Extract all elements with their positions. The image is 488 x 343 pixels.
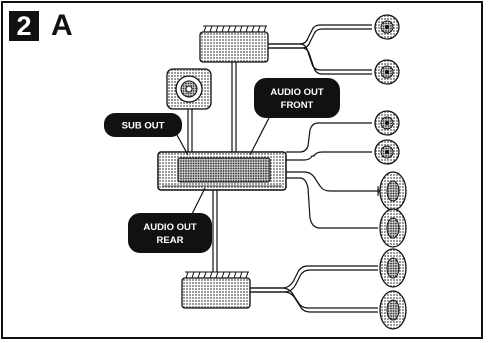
- wire-front-amp-speaker-2b: [268, 47, 372, 75]
- step-number-badge: 2: [9, 11, 39, 41]
- callout-audio-out-front-line2: FRONT: [281, 100, 314, 111]
- subwoofer-speaker: [166, 68, 212, 110]
- wire-front-amp-speaker-2: [268, 43, 372, 71]
- oval-speaker: [377, 171, 407, 211]
- callout-sub-out-label: SUB OUT: [122, 121, 165, 132]
- wire-front-amp-speaker-1b: [268, 28, 372, 49]
- round-speaker: [374, 110, 400, 136]
- callout-audio-out-front-line1: AUDIO OUT: [270, 87, 324, 98]
- wire-rear-amp-oval-4: [250, 287, 378, 309]
- rear-amplifier: [181, 271, 251, 309]
- wire-head-unit-speaker-4: [286, 151, 372, 161]
- wire-rear-amp-oval-3b: [250, 269, 378, 293]
- oval-speaker: [379, 248, 407, 288]
- round-speaker: [374, 14, 400, 40]
- callout-audio-out-rear-line2: REAR: [157, 235, 184, 246]
- callout-audio-out-front: AUDIO OUT FRONT: [249, 78, 340, 156]
- round-speaker: [374, 139, 400, 165]
- wiring: [187, 24, 378, 313]
- front-amplifier: [199, 25, 269, 63]
- callout-audio-out-rear: AUDIO OUT REAR: [128, 187, 212, 253]
- oval-speaker: [379, 208, 407, 248]
- step-letter: A: [51, 9, 73, 42]
- oval-speaker: [379, 290, 407, 330]
- round-speaker: [374, 59, 400, 85]
- wire-head-unit-oval-2: [286, 177, 378, 229]
- callout-sub-out: SUB OUT: [104, 113, 189, 156]
- head-unit: [157, 151, 287, 191]
- wire-head-unit-oval-1: [286, 171, 378, 192]
- wire-rear-amp-oval-4b: [250, 291, 378, 313]
- wire-rear-amp-oval-3: [250, 265, 378, 289]
- wire-head-unit-speaker-3: [286, 122, 372, 153]
- wire-front-amp-speaker-1: [268, 24, 372, 45]
- callout-audio-out-rear-line1: AUDIO OUT: [143, 222, 197, 233]
